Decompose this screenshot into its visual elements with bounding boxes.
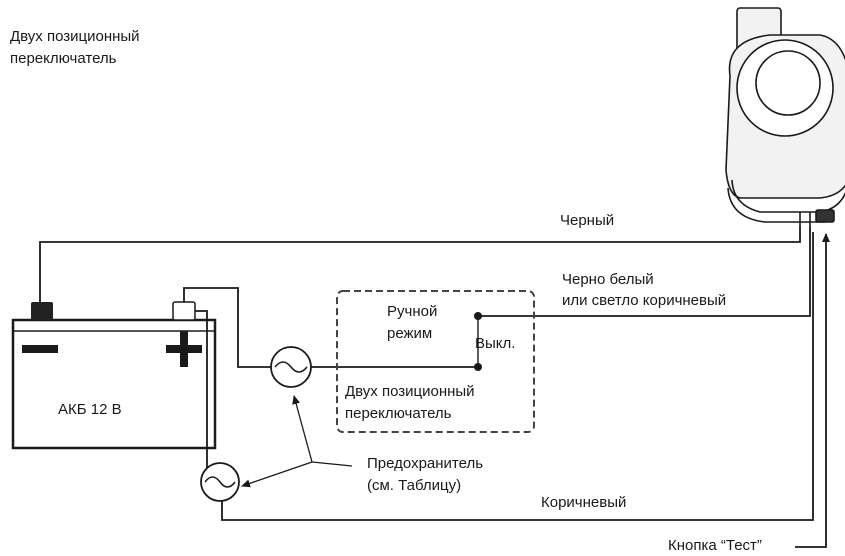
wires bbox=[39, 226, 830, 548]
test-button-label: Кнопка “Тест” bbox=[668, 537, 762, 554]
fuse-label-2: (см. Таблицу) bbox=[367, 477, 462, 494]
switch-manual-1: Ручной bbox=[387, 303, 438, 320]
switch-off: Выкл. bbox=[475, 335, 516, 352]
switch-name-1: Двух позиционный bbox=[345, 383, 475, 400]
fuse-pointer bbox=[241, 395, 353, 488]
switch-contact-off bbox=[474, 363, 482, 371]
wire-positive-a bbox=[183, 287, 272, 368]
title-line1: Двух позиционный bbox=[10, 28, 140, 45]
switch-name-2: переключатель bbox=[345, 405, 452, 422]
test-button-line bbox=[795, 233, 830, 548]
wire-brown bbox=[221, 232, 814, 521]
battery-label: АКБ 12 В bbox=[58, 401, 122, 418]
wire-black-white bbox=[478, 226, 811, 317]
fuse-icon bbox=[200, 462, 240, 502]
switch-contact-manual bbox=[474, 312, 482, 320]
wire-label-black-white-2: или светло коричневый bbox=[562, 292, 727, 309]
switch-manual-2: режим bbox=[387, 325, 433, 342]
wire-label-black: Черный bbox=[560, 212, 615, 229]
pump-icon bbox=[725, 7, 845, 226]
wire-label-brown: Коричневый bbox=[541, 494, 627, 511]
battery-icon bbox=[11, 301, 217, 450]
fuse-icon bbox=[270, 346, 312, 388]
fuse-label-1: Предохранитель bbox=[367, 455, 484, 472]
wire-black bbox=[39, 226, 801, 302]
switch-box bbox=[336, 290, 535, 433]
title-line2: переключатель bbox=[10, 50, 117, 67]
wire-label-black-white-1: Черно белый bbox=[562, 271, 654, 288]
